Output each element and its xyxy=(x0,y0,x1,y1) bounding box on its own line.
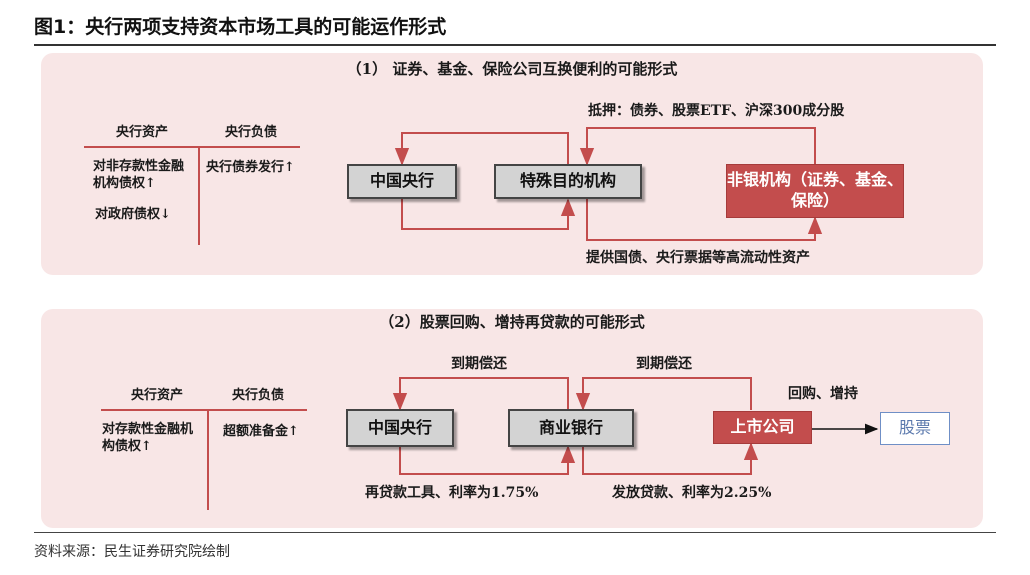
node-listed-company: 上市公司 xyxy=(713,411,812,444)
t2-liability-item-1: 超额准备金↑ xyxy=(223,424,299,439)
t2-asset-item-1: 对存款性金融机构债权↑ xyxy=(102,422,194,454)
node-commercial-bank: 商业银行 xyxy=(508,409,634,447)
panel2-heading: （2）股票回购、增持再贷款的可能形式 xyxy=(379,313,645,331)
label-collateral: 抵押：债券、股票ETF、沪深300成分股 xyxy=(588,103,845,119)
source-note: 资料来源：民生证券研究院绘制 xyxy=(34,544,230,560)
source-rule xyxy=(34,532,996,533)
t1-asset-item-1: 对非存款性金融机构债权↑ xyxy=(93,159,185,191)
node-pboc-1: 中国央行 xyxy=(347,164,457,199)
label-repay-2: 到期偿还 xyxy=(636,356,692,372)
figure-title: 图1：央行两项支持资本市场工具的可能运作形式 xyxy=(34,16,447,38)
label-buyback: 回购、增持 xyxy=(788,386,858,402)
node-pboc-2: 中国央行 xyxy=(346,409,454,447)
t1-asset-item-2: 对政府债权↓ xyxy=(95,207,171,222)
label-repay-1: 到期偿还 xyxy=(451,356,507,372)
label-provide-assets: 提供国债、央行票据等高流动性资产 xyxy=(586,250,810,266)
node-nonbank: 非银机构（证券、基金、保险） xyxy=(726,164,904,218)
label-loan-rate: 发放贷款、利率为2.25% xyxy=(612,485,772,501)
panel1-heading: （1） 证券、基金、保险公司互换便利的可能形式 xyxy=(346,60,678,78)
t1-col-assets: 央行资产 xyxy=(115,125,169,140)
t2-col-liabilities: 央行负债 xyxy=(231,388,285,403)
label-relending-tool: 再贷款工具、利率为1.75% xyxy=(365,485,539,501)
node-stock: 股票 xyxy=(880,412,950,445)
title-rule xyxy=(34,44,996,46)
node-spv: 特殊目的机构 xyxy=(494,164,642,199)
t1-liability-item-1: 央行债券发行↑ xyxy=(206,160,295,175)
t1-col-liabilities: 央行负债 xyxy=(224,125,278,140)
t2-col-assets: 央行资产 xyxy=(130,388,184,403)
